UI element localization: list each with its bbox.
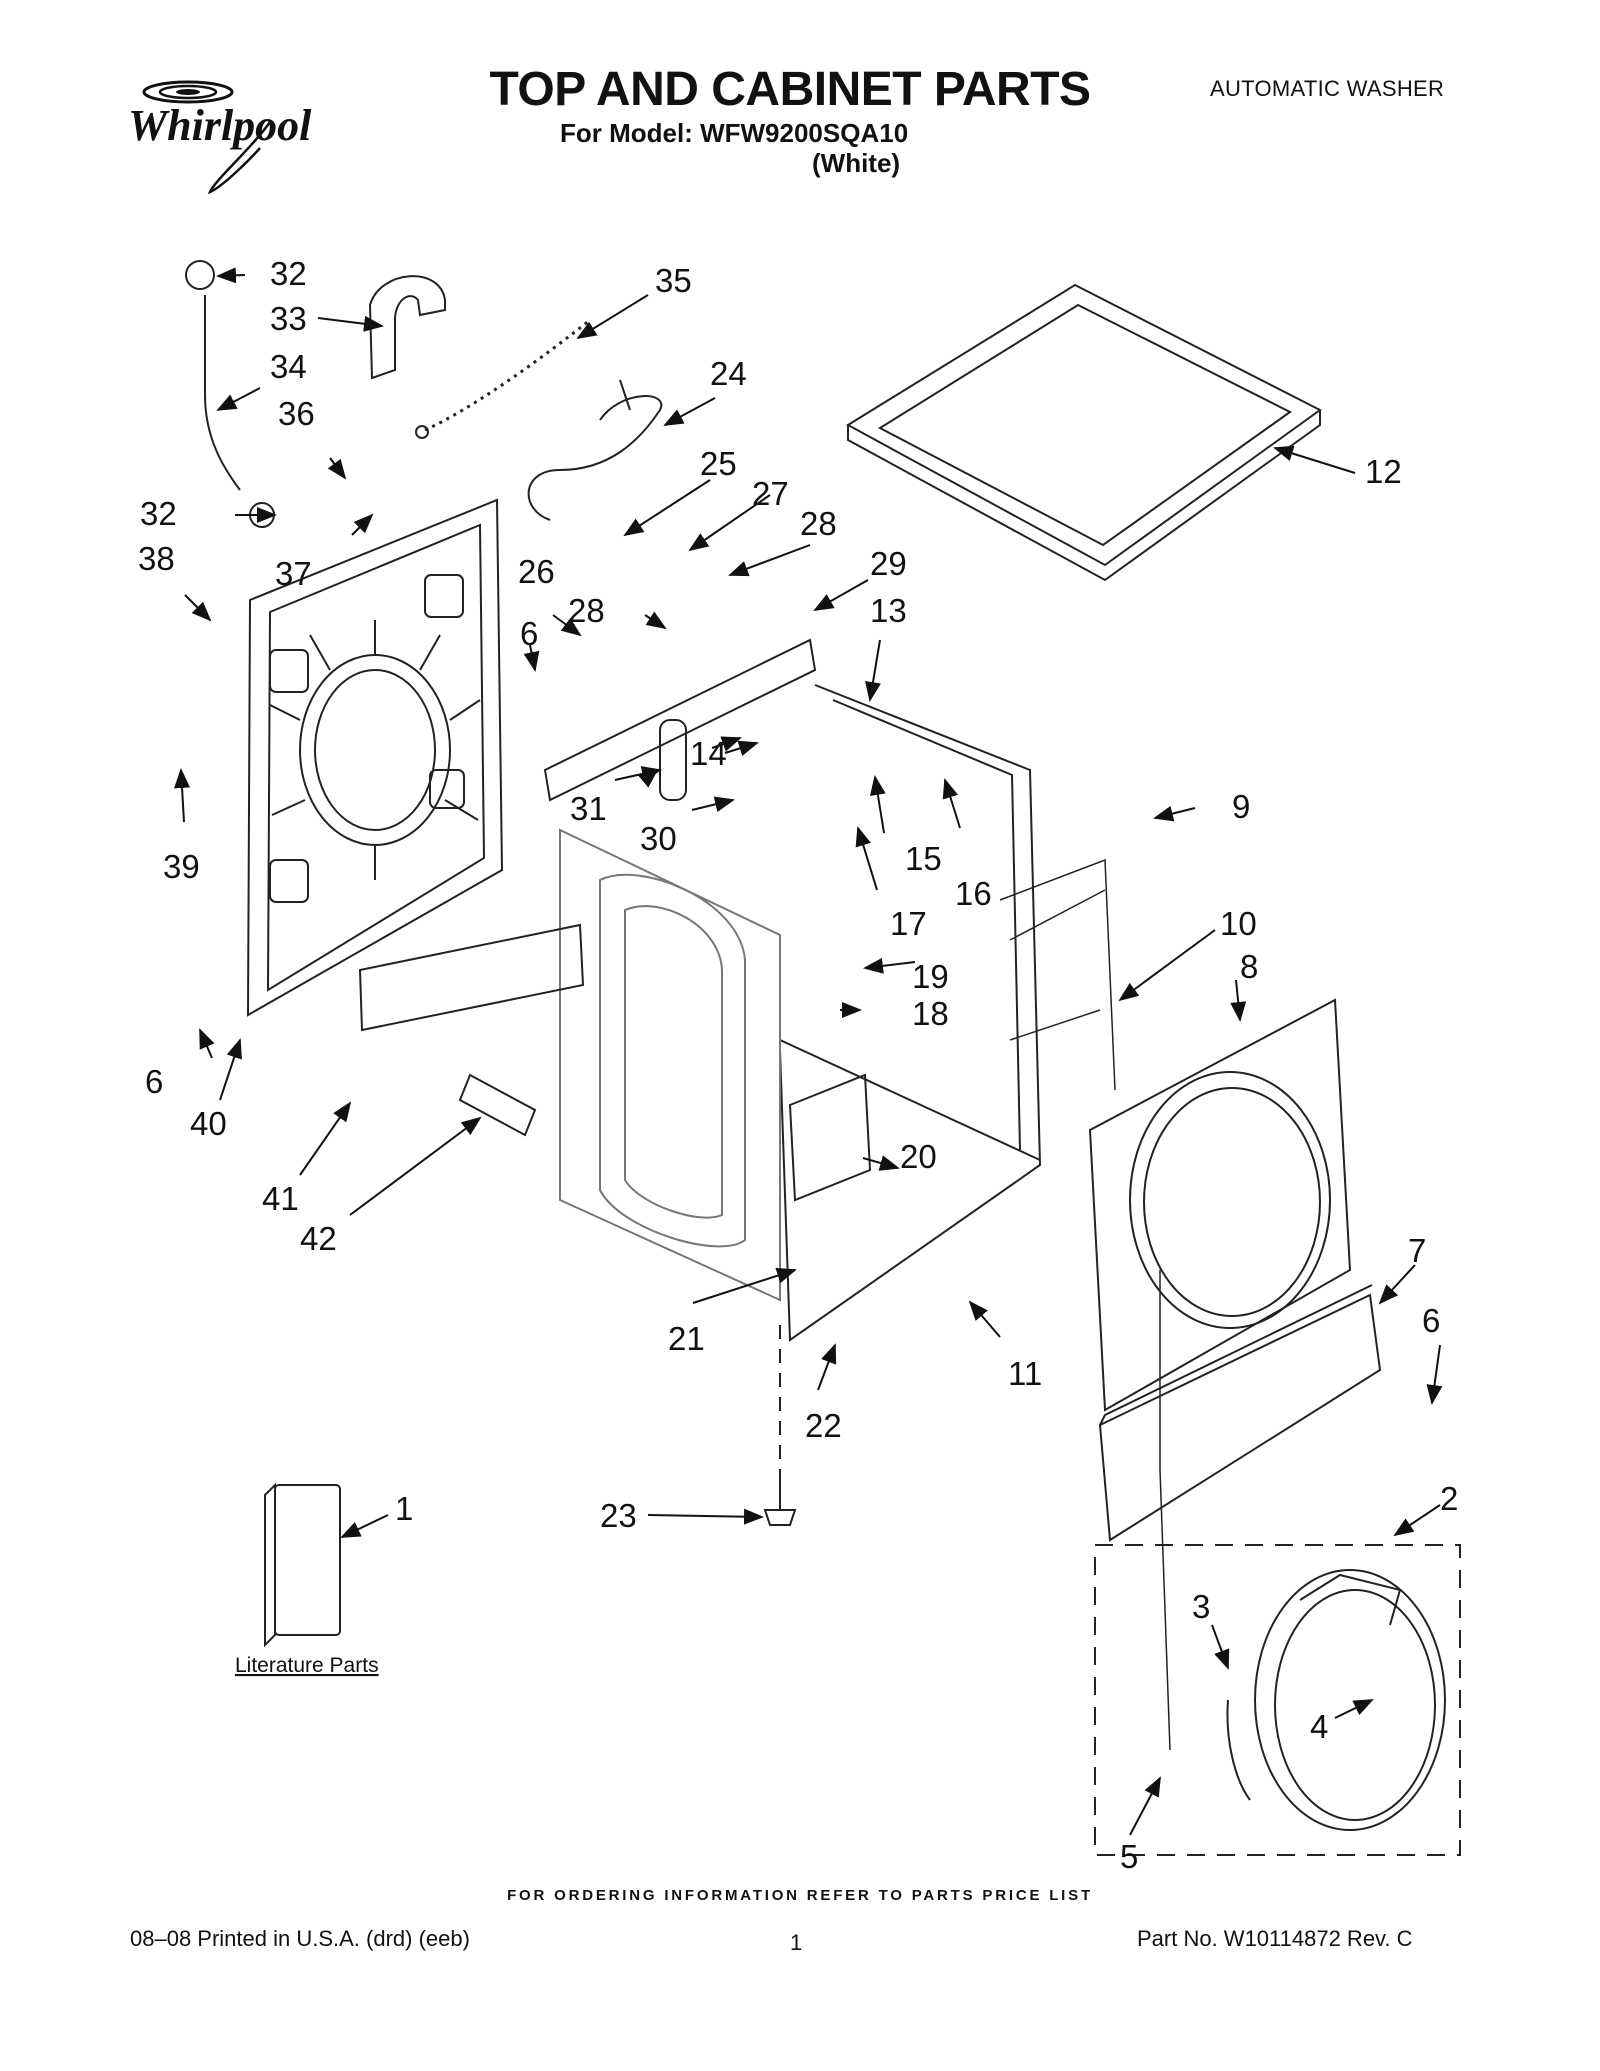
- callout-22: 22: [805, 1407, 842, 1444]
- callout-2: 2: [1440, 1480, 1458, 1517]
- callout-12: 12: [1365, 453, 1402, 490]
- model-line: For Model: WFW9200SQA10: [560, 118, 909, 148]
- damper-part: [458, 1073, 537, 1137]
- callout-19: 19: [912, 958, 949, 995]
- callout-35: 35: [655, 262, 692, 299]
- part-number: Part No. W10114872 Rev. C: [1137, 1926, 1413, 1951]
- callout-40: 40: [190, 1105, 227, 1142]
- callout-36: 36: [278, 395, 315, 432]
- power-cord-part: [527, 379, 663, 521]
- callout-18: 18: [912, 995, 949, 1032]
- callout-10: 10: [1220, 905, 1257, 942]
- door-ring-part: [1226, 1569, 1446, 1831]
- callout-26: 26: [518, 553, 555, 590]
- svg-text:Whirlpool: Whirlpool: [128, 101, 312, 150]
- callout-32-bottom: 32: [140, 495, 177, 532]
- callout-3: 3: [1192, 1588, 1210, 1625]
- callout-8: 8: [1240, 948, 1258, 985]
- callout-33: 33: [270, 300, 307, 337]
- callout-41: 41: [262, 1180, 299, 1217]
- callout-6-front: 6: [1422, 1302, 1440, 1339]
- callout-37: 37: [275, 555, 312, 592]
- cable-tie-part: [424, 318, 591, 432]
- literature-part: [274, 1484, 341, 1636]
- callout-16: 16: [955, 875, 992, 912]
- callout-21: 21: [668, 1320, 705, 1357]
- page-number: 1: [790, 1930, 803, 1955]
- washer-32-top: [185, 260, 215, 290]
- product-type: AUTOMATIC WASHER: [1210, 76, 1445, 101]
- callout-30: 30: [640, 820, 677, 857]
- door-cable-part: [1159, 1270, 1171, 1751]
- leveling-leg-foot: [763, 1480, 797, 1526]
- callout-7: 7: [1408, 1232, 1426, 1269]
- callout-28-right: 28: [800, 505, 837, 542]
- callout-5: 5: [1120, 1838, 1138, 1875]
- callout-24: 24: [710, 355, 747, 392]
- callout-9: 9: [1232, 788, 1250, 825]
- callout-39: 39: [163, 848, 200, 885]
- control-board-part: [788, 1073, 872, 1202]
- callout-31: 31: [570, 790, 607, 827]
- callout-14: 14: [690, 735, 727, 772]
- callout-27: 27: [752, 475, 789, 512]
- callout-25: 25: [700, 445, 737, 482]
- callout-23: 23: [600, 1497, 637, 1534]
- inlet-hose-part: [204, 295, 241, 491]
- callout-13: 13: [870, 592, 907, 629]
- wire-harness-part: [999, 858, 1116, 1091]
- callout-6-left: 6: [520, 615, 538, 652]
- literature-parts-label: Literature Parts: [235, 1654, 379, 1677]
- whirlpool-logo: Whirlpool: [128, 80, 312, 195]
- callout-15: 15: [905, 840, 942, 877]
- callout-32-top: 32: [270, 255, 307, 292]
- callout-28-left: 28: [568, 592, 605, 629]
- rail-part: [358, 923, 585, 1032]
- cabinet-frame-part: [779, 684, 1042, 1342]
- callout-20: 20: [900, 1138, 937, 1175]
- callout-29: 29: [870, 545, 907, 582]
- front-panel-part: [1088, 998, 1352, 1412]
- color-line: (White): [812, 148, 901, 178]
- side-panel-part: [559, 828, 781, 1302]
- callout-34: 34: [270, 348, 307, 385]
- callout-1: 1: [395, 1490, 413, 1527]
- callout-6-rear: 6: [145, 1063, 163, 1100]
- hose-guide-part: [368, 275, 446, 380]
- rear-panel-part: [246, 498, 504, 1017]
- ordering-note: FOR ORDERING INFORMATION REFER TO PARTS …: [507, 1887, 1093, 1904]
- drain-hose-part: [659, 719, 687, 801]
- page-title: TOP AND CABINET PARTS: [489, 63, 1091, 116]
- callout-38: 38: [138, 540, 175, 577]
- exploded-parts-diagram: 32 33 34 35 24 12 36 32 25 27 28 29 38 3…: [138, 255, 1461, 1875]
- callout-11: 11: [1008, 1355, 1042, 1392]
- toe-panel-part: [1098, 1284, 1382, 1542]
- print-info: 08–08 Printed in U.S.A. (drd) (eeb): [130, 1926, 470, 1951]
- top-panel-part: [846, 283, 1322, 582]
- callout-17: 17: [890, 905, 927, 942]
- callout-4: 4: [1310, 1708, 1328, 1745]
- dispenser-bracket-part: [543, 638, 817, 802]
- callout-42: 42: [300, 1220, 337, 1257]
